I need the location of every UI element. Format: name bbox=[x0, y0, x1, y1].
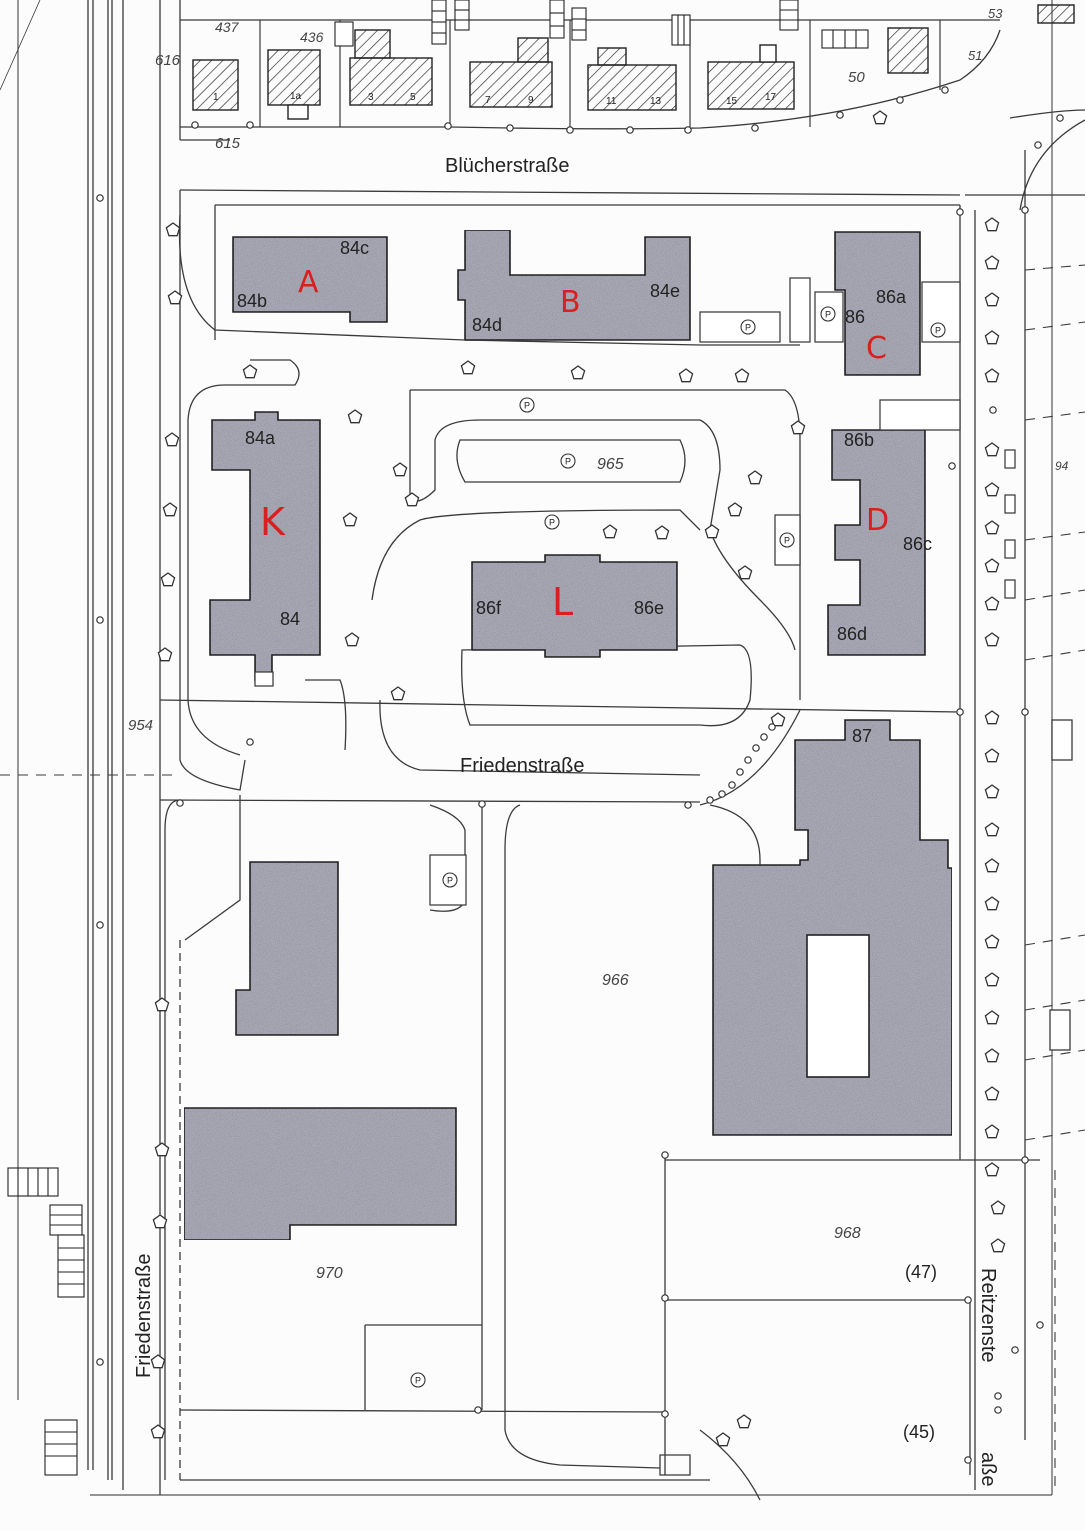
western-road-lines bbox=[0, 0, 181, 1495]
house-number-86: 86 bbox=[845, 307, 865, 327]
courtyard-87 bbox=[806, 934, 870, 1078]
house-number-84a: 84a bbox=[245, 428, 276, 448]
street-label-friedenstrasse-inner: Friedenstraße bbox=[460, 755, 585, 777]
buildings bbox=[183, 229, 953, 1241]
building-B bbox=[457, 229, 691, 341]
parking-symbols: P P P P P P P P P bbox=[410, 306, 946, 1388]
building-A bbox=[232, 236, 388, 323]
svg-text:17: 17 bbox=[765, 92, 777, 103]
annotation-letter-L: L bbox=[552, 580, 573, 624]
svg-text:3: 3 bbox=[368, 92, 374, 103]
bluecherstrasse-lines bbox=[179, 29, 1085, 340]
house-number-86f: 86f bbox=[476, 598, 502, 618]
svg-text:50: 50 bbox=[848, 69, 865, 86]
svg-text:615: 615 bbox=[215, 135, 241, 152]
svg-text:11: 11 bbox=[606, 96, 617, 107]
house-number-86a: 86a bbox=[876, 287, 907, 307]
house-number-87: 87 bbox=[852, 726, 872, 746]
building-west-1 bbox=[235, 861, 339, 1036]
svg-text:436: 436 bbox=[300, 29, 324, 45]
parcel-numbers: 965 966 968 970 954 616 615 437 436 50 5… bbox=[128, 6, 1069, 1442]
house-number-84c: 84c bbox=[340, 238, 369, 258]
svg-text:53: 53 bbox=[988, 6, 1003, 21]
building-C bbox=[834, 231, 921, 376]
southern-parcel-lines bbox=[159, 795, 1040, 1501]
house-number-84: 84 bbox=[280, 609, 300, 629]
svg-text:51: 51 bbox=[968, 48, 982, 63]
handwritten-annotations: A B C D K L bbox=[260, 265, 889, 624]
house-number-86d: 86d bbox=[837, 624, 867, 644]
svg-text:1: 1 bbox=[213, 92, 219, 103]
svg-text:P: P bbox=[524, 401, 530, 411]
top-garages bbox=[334, 0, 869, 49]
annotation-letter-B: B bbox=[560, 285, 581, 320]
street-label-reitzensteinstrasse-part2: aße bbox=[977, 1452, 999, 1486]
svg-text:616: 616 bbox=[155, 52, 181, 69]
top-row-buildings bbox=[192, 4, 1075, 120]
house-number-86e: 86e bbox=[634, 598, 664, 618]
svg-text:965: 965 bbox=[597, 456, 624, 473]
parking-label: P bbox=[745, 323, 751, 333]
svg-text:P: P bbox=[565, 457, 571, 467]
building-D bbox=[827, 429, 926, 656]
top-row-numbers: 1 1a 3 5 7 9 11 13 15 17 bbox=[213, 91, 777, 107]
svg-text:9: 9 bbox=[528, 95, 534, 106]
svg-text:970: 970 bbox=[316, 1265, 343, 1282]
svg-text:P: P bbox=[825, 310, 831, 320]
house-number-84e: 84e bbox=[650, 281, 680, 301]
svg-text:P: P bbox=[549, 518, 555, 528]
svg-text:954: 954 bbox=[128, 717, 153, 734]
svg-text:(45): (45) bbox=[903, 1422, 935, 1442]
house-numbers: 84c 84b 84d 84e 86a 86 84a 84 86b 86c 86… bbox=[237, 238, 932, 746]
street-label-reitzensteinstrasse-part1: Reitzenste bbox=[977, 1268, 999, 1363]
annotation-letter-A: A bbox=[298, 265, 319, 300]
building-87 bbox=[712, 719, 953, 1136]
svg-text:13: 13 bbox=[650, 96, 662, 107]
svg-text:15: 15 bbox=[726, 96, 738, 107]
annotation-letter-C: C bbox=[866, 331, 887, 366]
street-label-bluecherstrasse: Blücherstraße bbox=[445, 155, 570, 177]
svg-text:5: 5 bbox=[410, 92, 416, 103]
west-garages bbox=[7, 1167, 85, 1476]
house-number-84d: 84d bbox=[472, 315, 502, 335]
svg-text:1a: 1a bbox=[290, 91, 302, 102]
building-west-2 bbox=[183, 1107, 457, 1241]
svg-text:P: P bbox=[784, 536, 790, 546]
building-L bbox=[471, 554, 678, 658]
eastern-dashed-lines bbox=[0, 264, 1085, 1490]
svg-text:437: 437 bbox=[215, 19, 240, 35]
svg-text:7: 7 bbox=[485, 95, 491, 106]
annotation-letter-D: D bbox=[866, 503, 889, 538]
house-number-86c: 86c bbox=[903, 534, 932, 554]
annotation-letter-K: K bbox=[260, 500, 286, 544]
house-number-86b: 86b bbox=[844, 430, 874, 450]
svg-text:P: P bbox=[415, 1376, 421, 1386]
eastern-solid-lines bbox=[1024, 150, 1073, 1440]
street-label-friedenstrasse-west: Friedenstraße bbox=[133, 1254, 155, 1379]
svg-text:P: P bbox=[935, 326, 941, 336]
svg-text:P: P bbox=[447, 876, 453, 886]
svg-text:(47): (47) bbox=[905, 1262, 937, 1282]
svg-text:968: 968 bbox=[834, 1225, 861, 1242]
svg-text:966: 966 bbox=[602, 972, 629, 989]
house-number-84b: 84b bbox=[237, 291, 267, 311]
svg-text:94: 94 bbox=[1055, 459, 1069, 473]
